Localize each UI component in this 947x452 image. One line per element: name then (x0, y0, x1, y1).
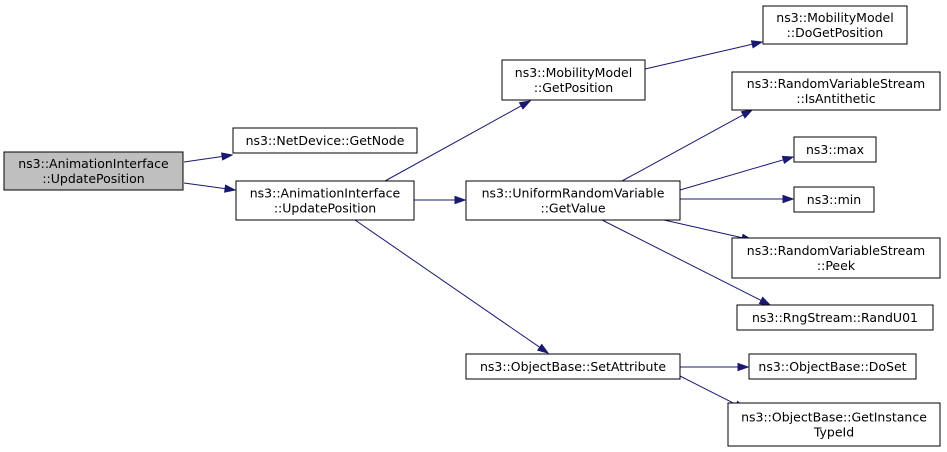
node-max[interactable]: ns3::max (793, 136, 877, 163)
edge-urv_getvalue-to-rvs_isantithetic (621, 109, 754, 182)
node-rvs-isantithetic[interactable]: ns3::RandomVariableStream::IsAntithetic (731, 71, 941, 111)
node-box (762, 5, 908, 45)
node-ob-setattribute[interactable]: ns3::ObjectBase::SetAttribute (465, 353, 681, 380)
node-box (731, 71, 941, 111)
edge-urv_getvalue-to-max (679, 155, 795, 191)
node-mobility-getpos[interactable]: ns3::MobilityModel::GetPosition (501, 59, 646, 101)
node-label-line: ns3::AnimationInterface (250, 186, 401, 201)
node-label-line: ::GetValue (540, 201, 605, 216)
node-label-line: ns3::RandomVariableStream (747, 243, 925, 258)
node-label-line: ns3::min (807, 192, 861, 207)
node-label-line: ns3::ObjectBase::SetAttribute (480, 359, 666, 374)
node-box (793, 136, 877, 163)
node-urv-getvalue[interactable]: ns3::UniformRandomVariable::GetValue (465, 180, 681, 221)
node-label-line: ::Peek (817, 258, 856, 273)
edge-urv_getvalue-to-min (680, 194, 795, 204)
edge-ai_update-to-mobility_getpos (384, 100, 532, 182)
edge-ob_setattribute-to-ob_doset (680, 362, 750, 372)
edge-ai_update-to-urv_getvalue (414, 195, 467, 205)
edge-ai_update_root-to-ai_update (183, 182, 237, 193)
node-box (727, 402, 941, 447)
node-box (501, 59, 646, 101)
node-label-line: ::IsAntithetic (796, 91, 875, 106)
node-box (736, 304, 934, 331)
node-box (793, 186, 875, 213)
node-label-line: ns3::max (806, 142, 864, 157)
node-label-line: ns3::ObjectBase::GetInstance (741, 410, 927, 425)
node-label-line: ns3::NetDevice::GetNode (246, 133, 405, 148)
node-label-line: ::DoGetPosition (787, 25, 884, 40)
node-label-line: ::GetPosition (534, 80, 613, 95)
node-mobility-dogetpos[interactable]: ns3::MobilityModel::DoGetPosition (762, 5, 908, 45)
node-box (3, 151, 184, 191)
node-box (748, 353, 917, 380)
node-label-line: ::UpdatePosition (274, 201, 376, 216)
node-label-line: TypeId (813, 425, 854, 440)
node-label-line: ns3::UniformRandomVariable (482, 186, 665, 201)
node-netdevice-getnode[interactable]: ns3::NetDevice::GetNode (232, 127, 418, 154)
node-box (235, 180, 415, 221)
node-ai-update-root[interactable]: ns3::AnimationInterface::UpdatePosition (3, 151, 184, 191)
node-label-line: ns3::AnimationInterface (18, 156, 169, 171)
node-box (465, 353, 681, 380)
node-label-line: ns3::RngStream::RandU01 (752, 310, 918, 325)
call-edges (183, 40, 795, 410)
call-nodes: ns3::AnimationInterface::UpdatePositionn… (3, 5, 941, 447)
node-box (232, 127, 418, 154)
node-box (465, 180, 681, 221)
node-ai-update[interactable]: ns3::AnimationInterface::UpdatePosition (235, 180, 415, 221)
edge-urv_getvalue-to-rng_randu01 (601, 219, 772, 306)
node-label-line: ::UpdatePosition (42, 171, 144, 186)
edge-ai_update-to-ob_setattribute (354, 219, 550, 354)
node-min[interactable]: ns3::min (793, 186, 875, 213)
node-label-line: ns3::MobilityModel (776, 10, 893, 25)
edge-ai_update_root-to-netdevice_getnode (183, 152, 234, 163)
edge-mobility_getpos-to-mobility_dogetpos (644, 40, 764, 70)
node-label-line: ns3::ObjectBase::DoSet (758, 359, 906, 374)
node-rng-randu01[interactable]: ns3::RngStream::RandU01 (736, 304, 934, 331)
node-label-line: ns3::MobilityModel (515, 65, 632, 80)
node-label-line: ns3::RandomVariableStream (747, 76, 925, 91)
node-ob-doset[interactable]: ns3::ObjectBase::DoSet (748, 353, 917, 380)
node-box (731, 237, 941, 279)
node-rvs-peek[interactable]: ns3::RandomVariableStream::Peek (731, 237, 941, 279)
